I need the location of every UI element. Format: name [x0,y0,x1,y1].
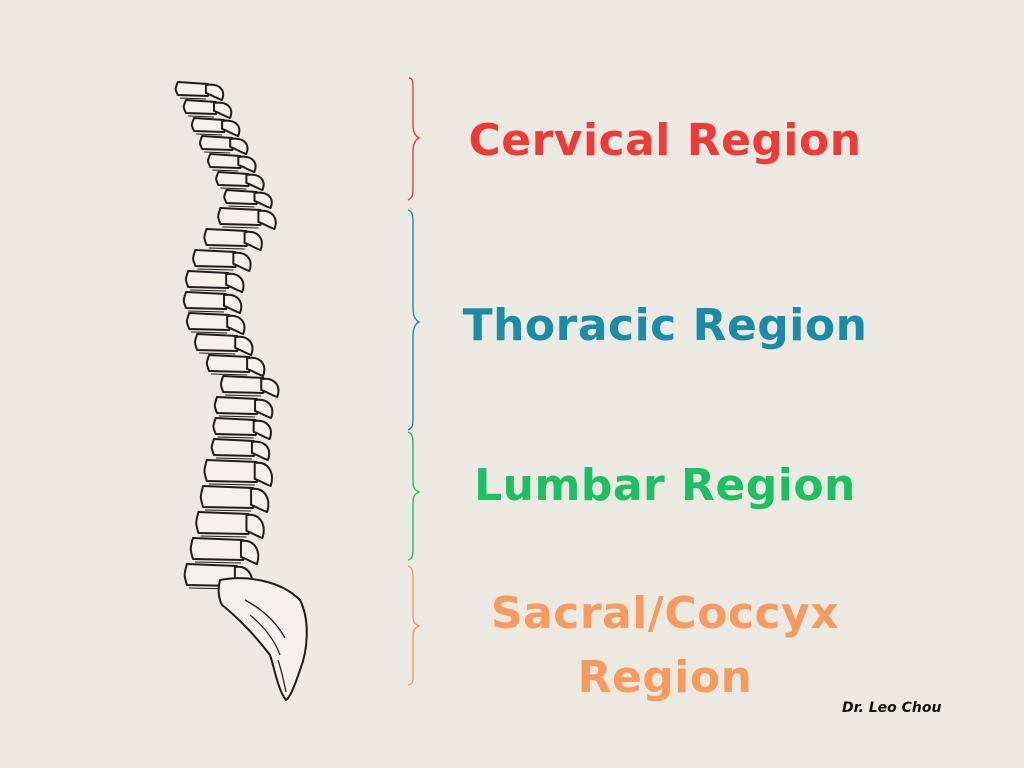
vertebra [219,375,268,394]
intervertebral-disc [187,115,215,118]
vertebra-process [257,209,277,230]
intervertebral-disc [208,483,255,486]
intervertebral-disc [220,187,247,190]
intervertebral-disc [208,247,245,250]
sacrum-shape [217,577,308,701]
intervertebral-disc [228,205,255,208]
vertebra-process [253,191,273,209]
intervertebral-disc [199,352,236,355]
intervertebral-disc [194,561,241,564]
vertebra-process [254,398,274,419]
spine-illustration [174,81,308,701]
intervertebral-disc [211,373,248,376]
vertebra [203,459,261,483]
vertebra-process [223,293,243,314]
vertebra [205,354,254,373]
vertebra-process [250,487,270,513]
vertebra [199,485,258,509]
vertebra [184,270,233,289]
thoracic-bracket [407,209,421,431]
vertebra-process [234,335,254,356]
lumbar-bracket [407,431,421,561]
vertebra-process [232,251,252,272]
intervertebral-disc [212,169,239,172]
vertebra-process [243,230,263,251]
cervical-bracket [407,77,421,201]
thoracic-region-label: Thoracic Region [462,300,868,351]
intervertebral-disc [204,151,231,154]
vertebra-process [237,155,257,173]
intervertebral-disc [179,97,206,100]
vertebra [213,396,262,415]
vertebra-process [253,461,273,487]
vertebra-process [239,539,260,565]
intervertebral-disc [191,331,228,334]
intervertebral-disc [200,535,247,538]
intervertebral-disc [197,268,234,271]
vertebra-process [252,419,272,440]
lumbar-region-label: Lumbar Region [474,460,856,511]
intervertebral-disc [222,226,259,229]
vertebra [203,228,251,247]
vertebra-process [226,314,246,335]
intervertebral-disc [215,457,252,460]
intervertebral-disc [205,509,252,512]
vertebra-process [246,356,266,377]
vertebra-process [245,173,265,191]
region-brackets [407,77,421,686]
vertebra [210,438,258,457]
sacral-coccyx-region-label: Sacral/Coccyx Region [455,582,875,710]
vertebra-process [245,513,265,539]
vertebra [185,312,234,331]
sacral-bracket [407,565,421,686]
vertebra [192,249,240,268]
author-credit: Dr. Leo Chou [842,700,942,716]
vertebra-process [260,377,280,398]
vertebra [182,291,231,310]
vertebra [189,537,247,561]
intervertebral-disc [217,436,254,439]
vertebra-process [221,119,241,137]
vertebra-process [229,137,249,155]
vertebra [217,207,265,226]
vertebra [212,417,260,436]
vertebra-process [204,83,225,101]
vertebra [195,511,253,535]
intervertebral-disc [196,133,223,136]
intervertebral-disc [188,310,225,313]
sacral-label-line2: Region [577,652,753,703]
intervertebral-disc [219,415,256,418]
vertebra-process [213,101,233,119]
intervertebral-disc [225,394,262,397]
vertebra-process [225,272,245,293]
vertebra-process [250,440,271,461]
vertebra [193,333,242,352]
cervical-region-label: Cervical Region [468,115,862,166]
intervertebral-disc [190,289,227,292]
sacral-label-line1: Sacral/Coccyx [490,588,840,639]
